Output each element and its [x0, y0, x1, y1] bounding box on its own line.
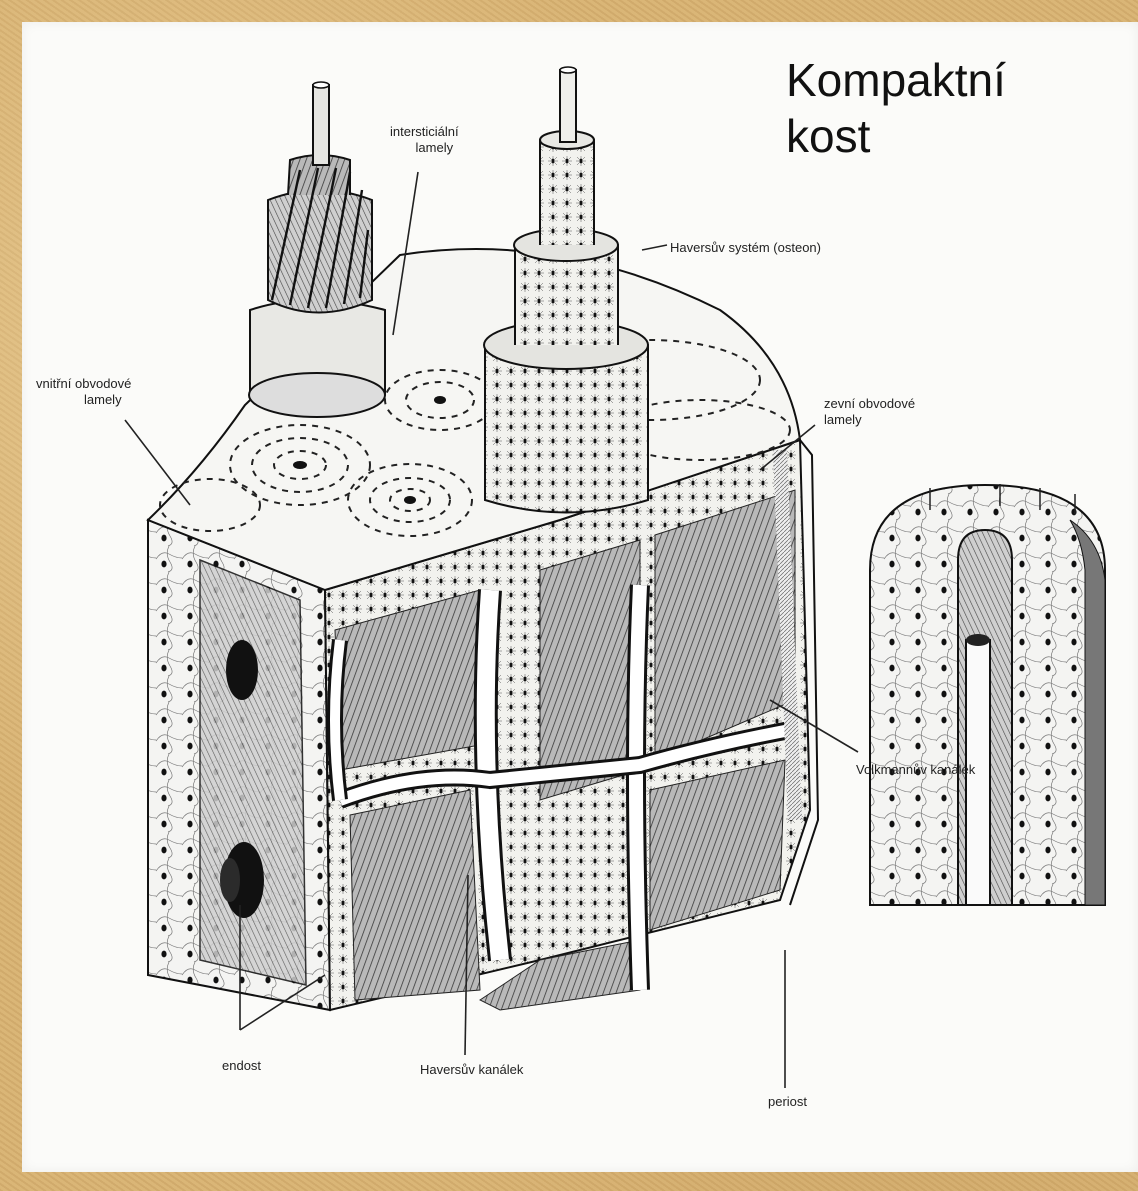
title-line-1: Kompaktní: [786, 52, 1116, 108]
label-inner-circumferential-lamellae: vnitřní obvodové lamely: [36, 376, 131, 408]
label-inner-circ-line1: vnitřní obvodové: [36, 376, 131, 392]
label-interstitial-line2: lamely: [390, 140, 459, 156]
label-outer-circumferential-lamellae: zevní obvodové lamely: [824, 396, 915, 428]
label-periosteum: periost: [768, 1094, 807, 1110]
slide-title: Kompaktní kost: [786, 52, 1116, 164]
label-interstitial-lamellae: intersticiální lamely: [390, 124, 459, 156]
osteon-fibre-column: [249, 82, 385, 417]
label-inner-circ-line2: lamely: [36, 392, 131, 408]
label-endosteum: endost: [222, 1058, 261, 1074]
label-outer-circ-line2: lamely: [824, 412, 915, 428]
title-line-2: kost: [786, 108, 1116, 164]
bone-left-face: [148, 520, 330, 1010]
label-interstitial-line1: intersticiální: [390, 124, 459, 140]
canal-detail-inset: [870, 484, 1105, 905]
label-haversian-system: Haversův systém (osteon): [670, 240, 821, 256]
label-haversian-canal: Haversův kanálek: [420, 1062, 523, 1078]
label-volkmann-canal: Volkmannův kanálek: [856, 762, 975, 778]
label-outer-circ-line1: zevní obvodové: [824, 396, 915, 412]
